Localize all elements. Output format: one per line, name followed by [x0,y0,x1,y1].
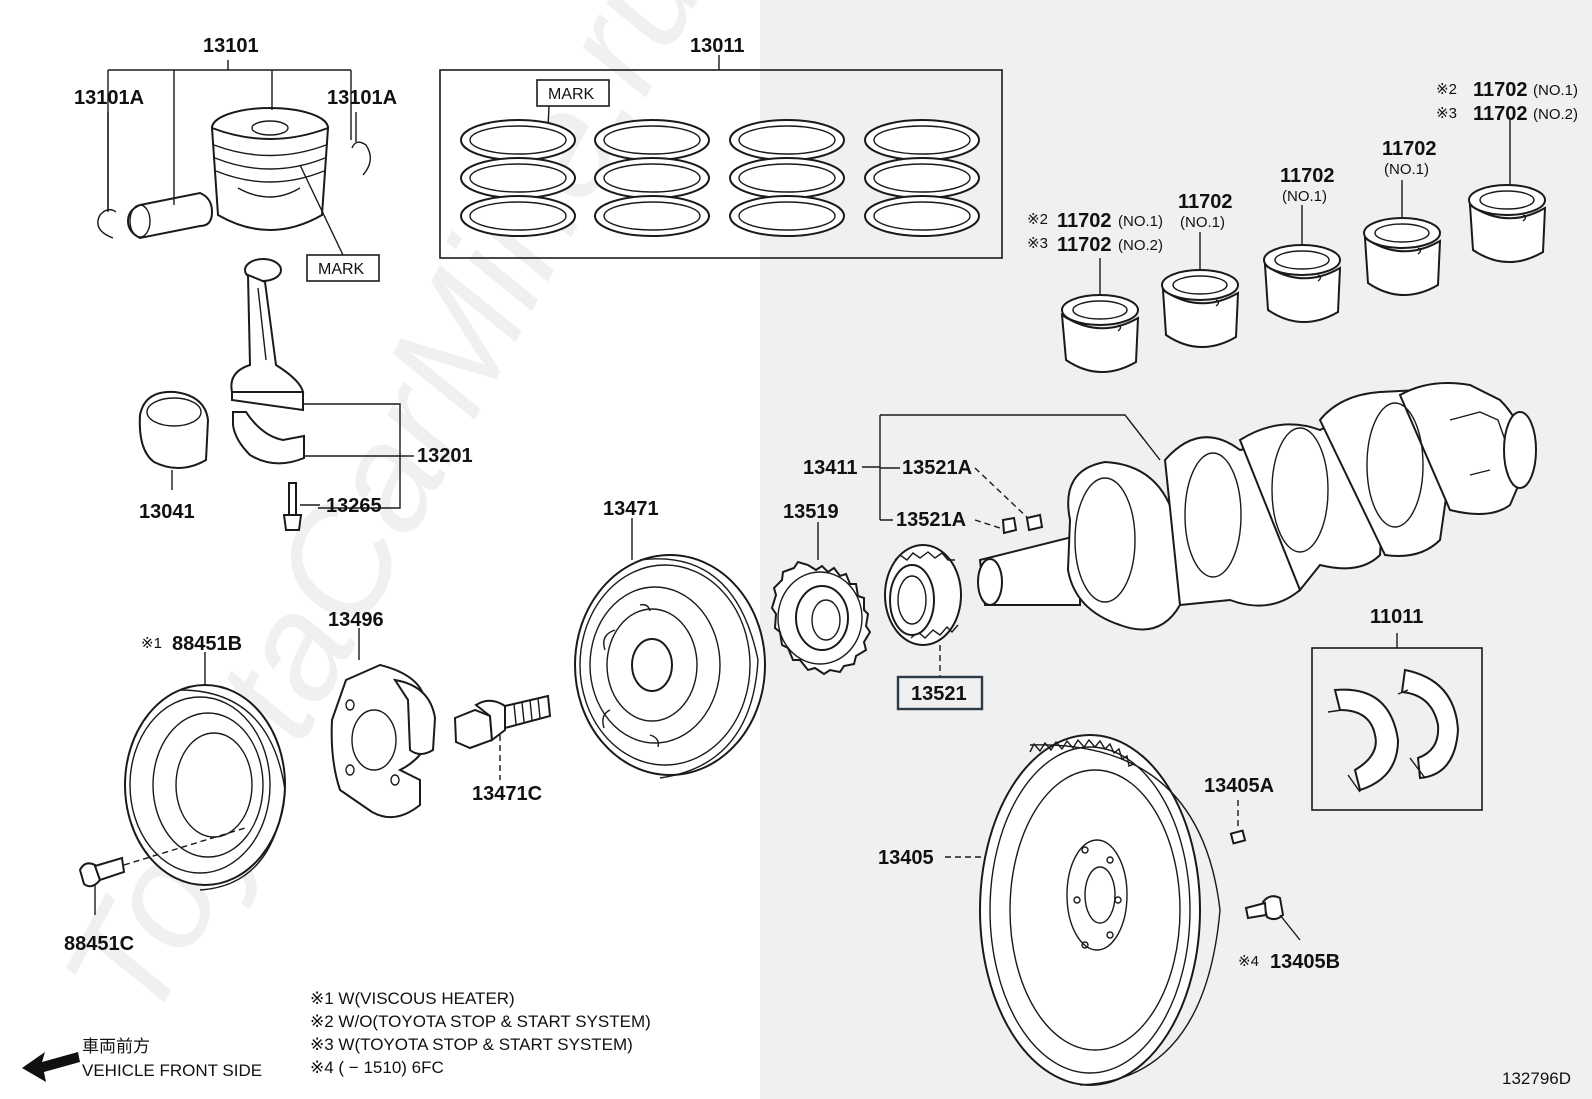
label-13041: 13041 [139,501,195,523]
note-3: ※3 W(TOYOTA STOP & START SYSTEM) [310,1035,633,1054]
ring-set-1[interactable] [460,119,576,237]
bearing-e-sub1: (NO.1) [1533,82,1578,99]
thrust-washer-1[interactable] [1327,688,1400,793]
bearing-e-num1: 11702 [1473,79,1528,101]
note-4: ※4 ( − 1510) 6FC [310,1058,444,1077]
bearing-a-sub1: (NO.1) [1118,213,1163,230]
label-13101a-right: 13101A [327,87,397,109]
crank-sprocket-13521[interactable] [884,544,962,646]
piston-pin[interactable] [126,191,214,240]
flywheel-13405[interactable] [979,734,1221,1086]
label-13519: 13519 [783,501,839,523]
label-13405: 13405 [878,847,934,869]
bearing-e-sub2: (NO.2) [1533,106,1578,123]
main-bearing-5[interactable] [1468,184,1547,263]
label-13496: 13496 [328,609,384,631]
bearing-e-num2: 11702 [1473,103,1528,125]
pulley-bolt-13471c[interactable] [453,694,552,750]
bearing-a-sub2: (NO.2) [1118,237,1163,254]
bearing-b-num: 11702 [1178,191,1233,213]
label-13405a: 13405A [1204,775,1274,797]
bearing-b-sub: (NO.1) [1180,214,1225,231]
rod-bolt[interactable] [282,482,303,531]
mark-box-rings [536,79,610,107]
bearing-d-sub: (NO.1) [1384,161,1429,178]
ring-set-4[interactable] [864,119,980,237]
bearing-a-ref2: ※3 [1027,235,1048,252]
pulley-plate-13496[interactable] [330,663,437,819]
main-bearing-3[interactable] [1263,244,1342,323]
crankshaft-13411[interactable] [977,382,1537,631]
crank-key-1[interactable] [1001,516,1018,535]
label-13405b: 13405B [1270,951,1340,973]
bolt-88451c[interactable] [78,856,126,888]
main-bearing-2[interactable] [1161,269,1240,348]
diagram-code: 132796D [1502,1069,1571,1088]
mark-label-piston: MARK [318,261,365,278]
label-13521: 13521 [911,683,967,705]
label-13101a-left: 13101A [74,87,144,109]
label-11011: 11011 [1370,606,1423,628]
label-13521a-bottom: 13521A [896,509,966,531]
label-box-13521 [896,675,984,711]
label-88451b: 88451B [172,633,242,655]
bearing-e-ref1: ※2 [1436,81,1457,98]
note-2: ※2 W/O(TOYOTA STOP & START SYSTEM) [310,1012,651,1031]
snap-ring-left[interactable] [97,208,117,239]
bearing-a-num1: 11702 [1057,210,1112,232]
label-13471c: 13471C [472,783,542,805]
ring-set-2[interactable] [594,119,710,237]
dowel-pin-13405a[interactable] [1229,829,1247,845]
label-13265: 13265 [326,495,382,517]
bearing-c-sub: (NO.1) [1282,188,1327,205]
oil-pump-drive-gear-13519[interactable] [770,560,872,676]
label-13101: 13101 [203,35,259,57]
bearing-a-ref1: ※2 [1027,211,1048,228]
bearing-d-num: 11702 [1382,138,1437,160]
direction-japanese: 車両前方 [82,1037,150,1056]
label-88451c: 88451C [64,933,134,955]
label-13011: 13011 [690,35,745,57]
direction-english: VEHICLE FRONT SIDE [82,1061,262,1080]
crankshaft-pulley-13471[interactable] [574,554,766,779]
ref-88451b: ※1 [141,635,162,652]
main-bearing-1[interactable] [1060,294,1140,373]
note-1: ※1 W(VISCOUS HEATER) [310,989,515,1008]
thrust-washer-2[interactable] [1397,668,1460,780]
mark-label-rings: MARK [548,86,595,103]
piston-ring-set-box [439,69,1003,259]
bearing-c-num: 11702 [1280,165,1335,187]
bearing-a-num2: 11702 [1057,234,1112,256]
piston-13101[interactable] [210,107,330,231]
crank-key-2[interactable] [1025,513,1044,532]
label-13521a-top: 13521A [902,457,972,479]
ring-set-3[interactable] [729,119,845,237]
label-13201: 13201 [417,445,473,467]
main-bearing-4[interactable] [1363,217,1442,296]
label-13411: 13411 [803,457,858,479]
arrow-left-icon [22,1052,80,1082]
bearing-e-ref2: ※3 [1436,105,1457,122]
flywheel-bolt-13405b[interactable] [1244,895,1285,921]
snap-ring-right[interactable] [351,141,371,176]
ref-13405b: ※4 [1238,953,1259,970]
connecting-rod-13201[interactable] [230,258,305,465]
rod-bearing-13041[interactable] [138,390,210,469]
label-13471: 13471 [603,498,659,520]
